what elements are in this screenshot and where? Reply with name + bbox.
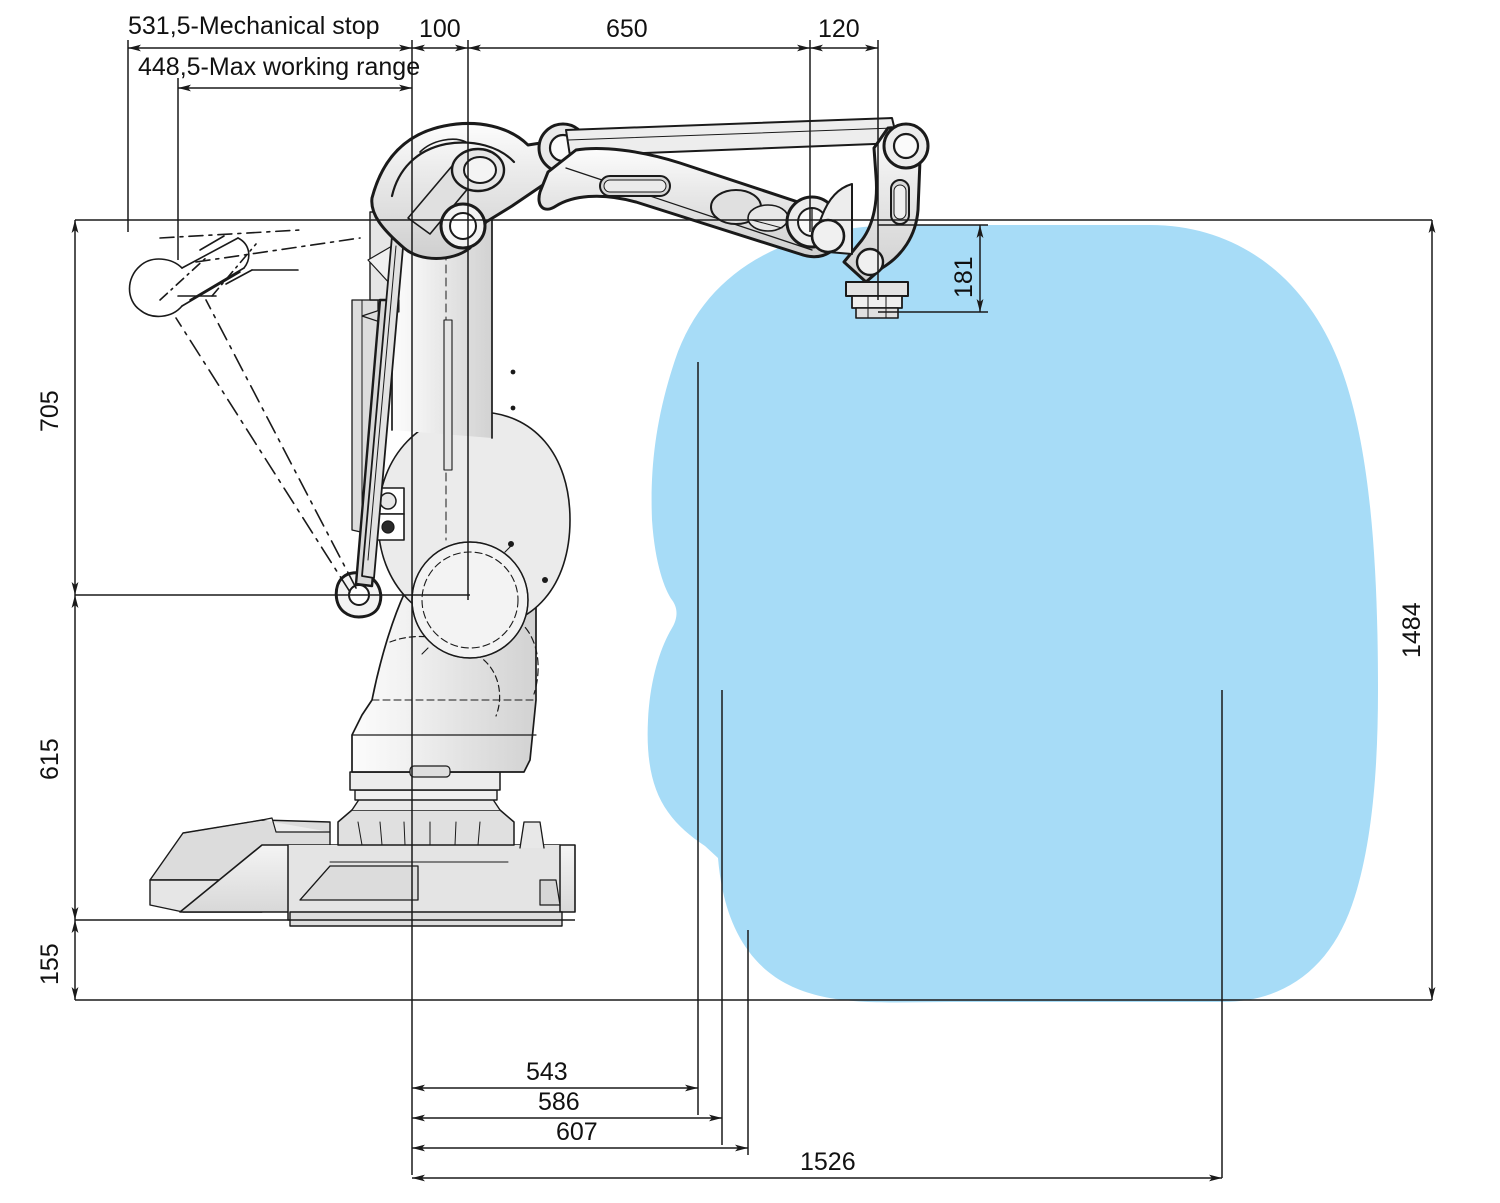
robot-turret [337, 771, 515, 846]
dim-label-705: 705 [36, 390, 64, 432]
dim-label-max-working-range: 448,5-Max working range [138, 53, 421, 81]
dim-label-181: 181 [950, 256, 978, 298]
work-envelope-region [647, 225, 1378, 1003]
robot-base [149, 817, 576, 927]
dim-label-1526: 1526 [800, 1148, 856, 1176]
dimension-lines [71, 40, 1436, 1182]
dim-label-607: 607 [556, 1118, 598, 1146]
mechanical-stop-ghost-arm [128, 229, 361, 593]
dim-label-1484: 1484 [1398, 602, 1426, 658]
robot-forearm [537, 147, 842, 259]
dim-label-mechanical-stop: 531,5-Mechanical stop [128, 12, 380, 40]
dim-label-120: 120 [818, 15, 860, 43]
dim-label-100: 100 [419, 15, 461, 43]
dim-label-155: 155 [36, 943, 64, 985]
dim-label-543: 543 [526, 1058, 568, 1086]
dim-label-586: 586 [538, 1088, 580, 1116]
dim-label-615: 615 [36, 738, 64, 780]
dim-label-650: 650 [606, 15, 648, 43]
